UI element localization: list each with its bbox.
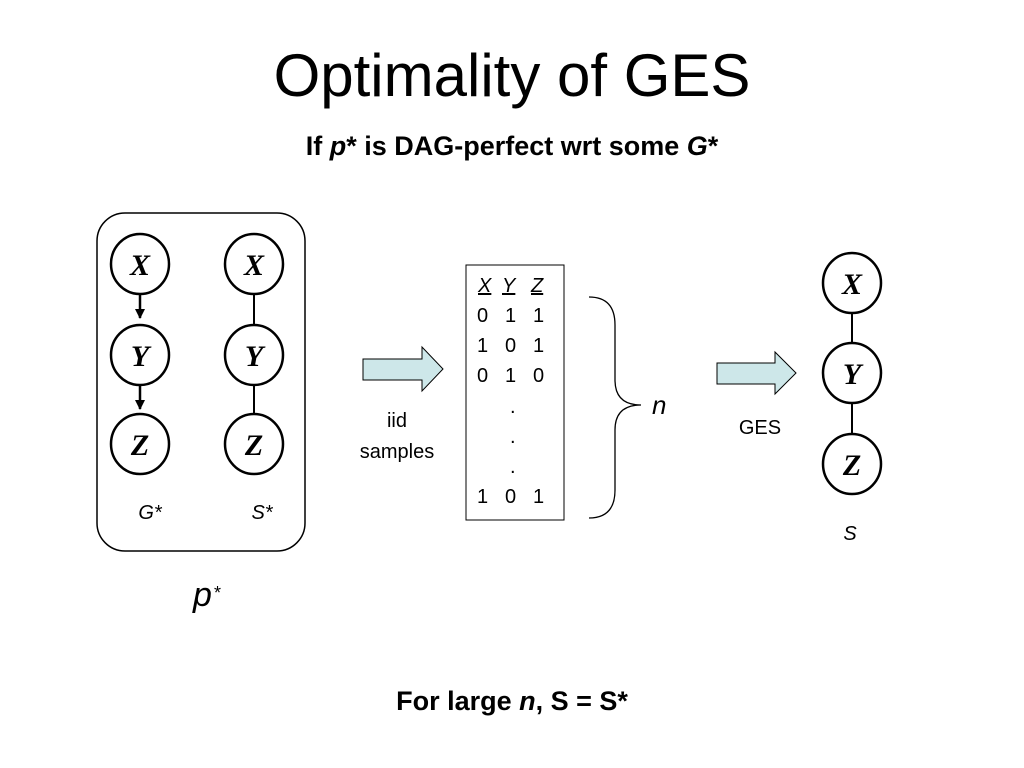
table-cell-last-c3: 1: [533, 486, 544, 508]
g-node-z-label: Z: [130, 429, 149, 462]
s-graph: X Y Z S: [821, 251, 883, 545]
s-star-node-x: [223, 232, 285, 296]
g-star-label: G*: [138, 502, 163, 524]
samples-label: samples: [360, 441, 434, 463]
table-dot-2: .: [510, 426, 516, 448]
table-cell-r2c3: 1: [533, 335, 544, 357]
s-node-z-label: Z: [842, 449, 861, 482]
s-node-y-label: Y: [843, 358, 864, 391]
g-node-x: [109, 232, 171, 296]
table-header-z: Z: [530, 275, 544, 297]
subtitle-part3: *: [707, 131, 719, 161]
table-cell-r2c1: 1: [477, 335, 488, 357]
table-cell-r3c2: 1: [505, 365, 516, 387]
distribution-box: [96, 212, 306, 552]
s-star-node-y-label: Y: [245, 340, 266, 373]
s-star-node-z: [223, 412, 285, 476]
s-star-node-x-label: X: [243, 249, 265, 282]
subtitle-part2: * is DAG-perfect wrt some: [346, 131, 687, 161]
s-star-label: S*: [251, 502, 273, 524]
s-node-y: [821, 341, 883, 405]
table-cell-r3c3: 0: [533, 365, 544, 387]
data-table-box: [465, 264, 565, 521]
g-node-z: [109, 412, 171, 476]
s-star-node-y: [223, 323, 285, 387]
table-cell-r1c1: 0: [477, 305, 488, 327]
s-graph-label: S: [843, 523, 857, 545]
table-cell-r3c1: 0: [477, 365, 488, 387]
ges-label: GES: [739, 417, 781, 439]
s-node-x: [821, 251, 883, 315]
footer-part2: , S = S*: [535, 686, 628, 716]
s-node-z: [821, 432, 883, 496]
g-star-graph: X Y Z G*: [109, 232, 171, 524]
table-cell-last-c2: 0: [505, 486, 516, 508]
footer-n-var: n: [519, 686, 536, 716]
ges-arrow: [716, 350, 797, 396]
brace-n-label: n: [652, 390, 666, 420]
slide-title: Optimality of GES: [273, 42, 751, 109]
slide-footer: For large n, S = S*: [0, 684, 1024, 718]
iid-arrow: [362, 345, 444, 393]
table-dot-1: .: [510, 396, 516, 418]
s-star-node-z-label: Z: [244, 429, 263, 462]
table-header-x: X: [477, 275, 492, 297]
table-dot-3: .: [510, 456, 516, 478]
g-node-y: [109, 323, 171, 387]
table-cell-last-c1: 1: [477, 486, 488, 508]
s-star-graph: X Y Z S*: [223, 232, 285, 524]
table-cell-r1c3: 1: [533, 305, 544, 327]
table-cell-r2c2: 0: [505, 335, 516, 357]
data-table: X Y Z 0 1 1 1 0 1 0 1 0 . . . 1 0 1: [477, 275, 544, 508]
dist-label-p: p: [192, 576, 212, 614]
subtitle-part1: If: [305, 131, 330, 161]
table-header-y: Y: [502, 275, 517, 297]
subtitle-p-var: p: [329, 131, 347, 161]
dist-label-star: *: [214, 583, 221, 603]
subtitle-g-var: G: [686, 131, 708, 161]
slide-subtitle: If p* is DAG-perfect wrt some G*: [0, 129, 1024, 163]
table-cell-r1c2: 1: [505, 305, 516, 327]
s-node-x-label: X: [841, 268, 863, 301]
iid-label: iid: [387, 410, 407, 432]
brace-icon: [588, 296, 642, 519]
g-node-x-label: X: [129, 249, 151, 282]
footer-part1: For large: [396, 686, 520, 716]
g-node-y-label: Y: [131, 340, 152, 373]
